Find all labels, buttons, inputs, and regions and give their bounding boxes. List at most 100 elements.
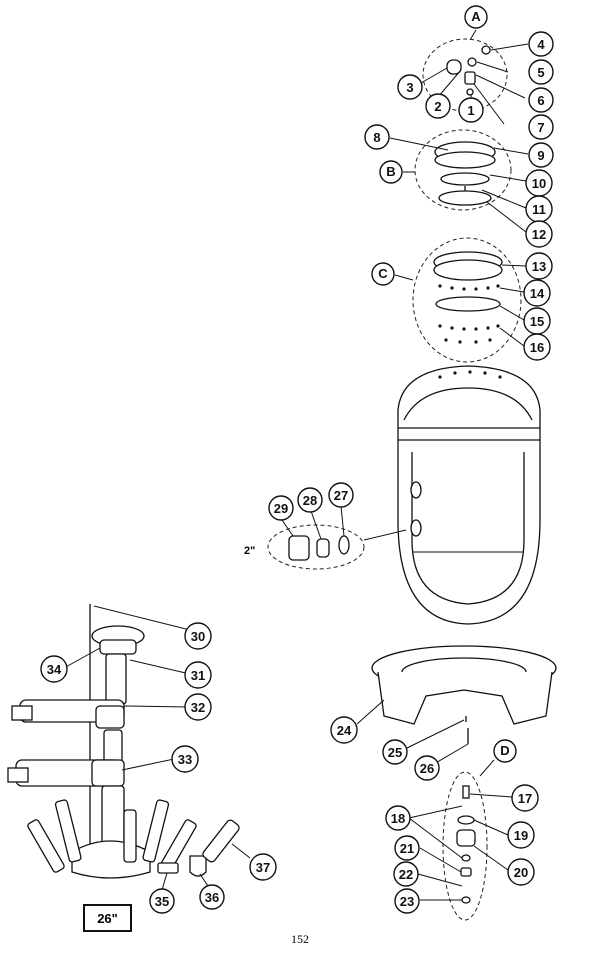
valve-parts [446, 45, 491, 96]
callout-36: 36 [199, 884, 225, 910]
svg-text:B: B [386, 164, 395, 179]
svg-text:36: 36 [205, 890, 219, 905]
svg-text:16: 16 [530, 340, 544, 355]
lateral-assembly [7, 604, 197, 879]
svg-text:24: 24 [337, 723, 352, 738]
group-c-label: C [371, 262, 395, 286]
callout-9: 9 [528, 142, 554, 168]
svg-text:35: 35 [155, 894, 169, 909]
svg-text:6: 6 [537, 93, 544, 108]
callout-14: 14 [523, 279, 551, 307]
page-number: 152 [291, 932, 309, 946]
svg-text:1: 1 [467, 103, 474, 118]
size-label-2-inch: 2" [244, 545, 256, 557]
callout-34: 34 [40, 655, 68, 683]
svg-text:17: 17 [518, 791, 532, 806]
callout-7: 7 [528, 114, 554, 140]
svg-text:33: 33 [178, 752, 192, 767]
svg-text:32: 32 [191, 700, 205, 715]
callout-3: 3 [397, 74, 423, 100]
callout-6: 6 [528, 87, 554, 113]
svg-text:A: A [471, 9, 481, 24]
group-b-label: B [379, 160, 403, 184]
callout-21: 21 [394, 835, 420, 861]
svg-text:29: 29 [274, 501, 288, 516]
group-b-outline [414, 129, 512, 211]
svg-text:26: 26 [420, 761, 434, 776]
group-a-outline [422, 38, 508, 112]
svg-text:20: 20 [514, 865, 528, 880]
svg-text:3: 3 [406, 80, 413, 95]
svg-text:11: 11 [532, 202, 546, 217]
callout-33: 33 [171, 745, 199, 773]
svg-text:12: 12 [532, 227, 546, 242]
callout-1: 1 [458, 97, 484, 123]
svg-text:C: C [378, 266, 388, 281]
callout-27: 27 [328, 482, 354, 508]
callout-22: 22 [393, 861, 419, 887]
svg-text:25: 25 [388, 745, 402, 760]
callout-8: 8 [364, 124, 390, 150]
svg-text:37: 37 [256, 860, 270, 875]
callout-17: 17 [511, 784, 539, 812]
svg-text:2: 2 [434, 99, 441, 114]
callout-16: 16 [523, 333, 551, 361]
svg-text:15: 15 [530, 314, 544, 329]
callout-26: 26 [414, 755, 440, 781]
collar-parts [433, 251, 503, 344]
callout-11: 11 [525, 195, 553, 223]
svg-text:23: 23 [400, 894, 414, 909]
svg-text:D: D [500, 743, 509, 758]
part-35-fitting [157, 862, 179, 874]
part-37-pipe [202, 819, 240, 863]
callout-15: 15 [523, 307, 551, 335]
group-d-label: D [493, 739, 517, 763]
callout-29: 29 [268, 495, 294, 521]
svg-text:28: 28 [303, 493, 317, 508]
svg-text:13: 13 [532, 259, 546, 274]
filter-tank [397, 365, 541, 625]
svg-text:14: 14 [530, 286, 545, 301]
part-36-elbow [189, 855, 207, 877]
group-a-label: A [464, 5, 488, 29]
callout-13: 13 [525, 252, 553, 280]
callout-37: 37 [249, 853, 277, 881]
svg-text:30: 30 [191, 629, 205, 644]
svg-text:31: 31 [191, 668, 205, 683]
callout-2: 2 [425, 93, 451, 119]
callout-24: 24 [330, 716, 358, 744]
callout-28: 28 [297, 487, 323, 513]
callout-35: 35 [149, 888, 175, 914]
callout-12: 12 [525, 220, 553, 248]
callout-18: 18 [385, 805, 411, 831]
svg-text:9: 9 [537, 148, 544, 163]
group-d-outline [442, 771, 488, 921]
tank-top-holes [438, 370, 502, 379]
svg-text:7: 7 [537, 120, 544, 135]
svg-text:10: 10 [532, 176, 546, 191]
callout-23: 23 [394, 888, 420, 914]
callout-19: 19 [507, 821, 535, 849]
union-parts [288, 535, 350, 561]
svg-text:5: 5 [537, 65, 544, 80]
callout-5: 5 [528, 59, 554, 85]
callout-32: 32 [184, 693, 212, 721]
filter-base [371, 645, 557, 725]
callout-25: 25 [382, 739, 408, 765]
callout-10: 10 [525, 169, 553, 197]
lid-parts [434, 141, 496, 206]
callout-31: 31 [184, 661, 212, 689]
svg-text:27: 27 [334, 488, 348, 503]
svg-text:19: 19 [514, 828, 528, 843]
callout-30: 30 [184, 622, 212, 650]
callout-20: 20 [507, 858, 535, 886]
drain-parts [456, 785, 476, 904]
svg-text:34: 34 [47, 662, 62, 677]
tank-size-box: 26" [83, 904, 132, 932]
union-group-outline [267, 524, 365, 570]
svg-text:18: 18 [391, 811, 405, 826]
svg-text:4: 4 [537, 37, 545, 52]
svg-text:21: 21 [400, 841, 414, 856]
svg-text:22: 22 [399, 867, 413, 882]
